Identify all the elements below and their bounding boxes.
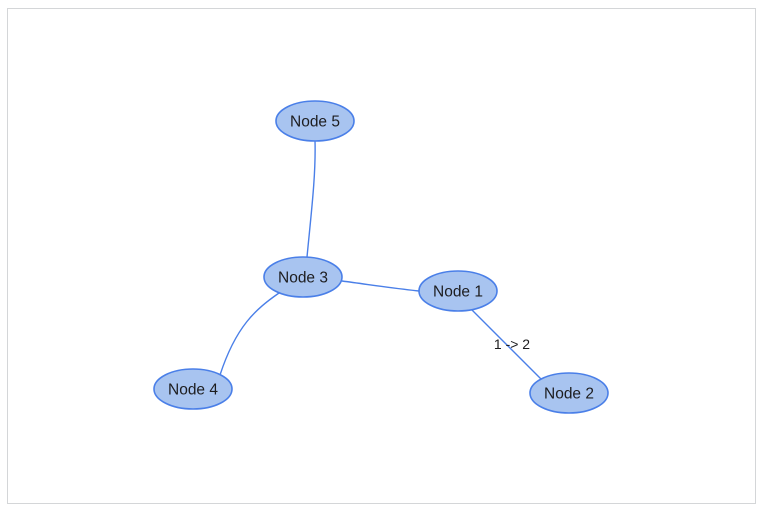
node-1[interactable]: Node 1 <box>418 270 498 312</box>
node-label-1: Node 1 <box>433 284 483 301</box>
nodes-layer: Node 1 Node 2 Node 3 Node 4 Node 5 <box>153 100 609 414</box>
node-5[interactable]: Node 5 <box>275 100 355 142</box>
node-4[interactable]: Node 4 <box>153 368 233 410</box>
node-ellipse-3[interactable] <box>263 256 343 298</box>
node-label-2: Node 2 <box>544 386 594 403</box>
edge-1-2[interactable] <box>470 308 542 380</box>
node-label-5: Node 5 <box>290 114 340 131</box>
edge-label-1-2: 1 -> 2 <box>494 336 530 352</box>
edges-layer <box>219 140 542 380</box>
node-ellipse-1[interactable] <box>418 270 498 312</box>
edge-3-4[interactable] <box>219 292 280 376</box>
edge-3-1[interactable] <box>341 280 420 292</box>
node-label-4: Node 4 <box>168 382 218 399</box>
node-ellipse-5[interactable] <box>275 100 355 142</box>
node-label-3: Node 3 <box>278 270 328 287</box>
edge-3-5[interactable] <box>306 140 316 258</box>
node-ellipse-4[interactable] <box>153 368 233 410</box>
canvas-border-frame <box>7 8 756 504</box>
node-ellipse-2[interactable] <box>529 372 609 414</box>
node-2[interactable]: Node 2 <box>529 372 609 414</box>
edge-labels-layer: 1 -> 2 <box>494 336 530 352</box>
node-3[interactable]: Node 3 <box>263 256 343 298</box>
